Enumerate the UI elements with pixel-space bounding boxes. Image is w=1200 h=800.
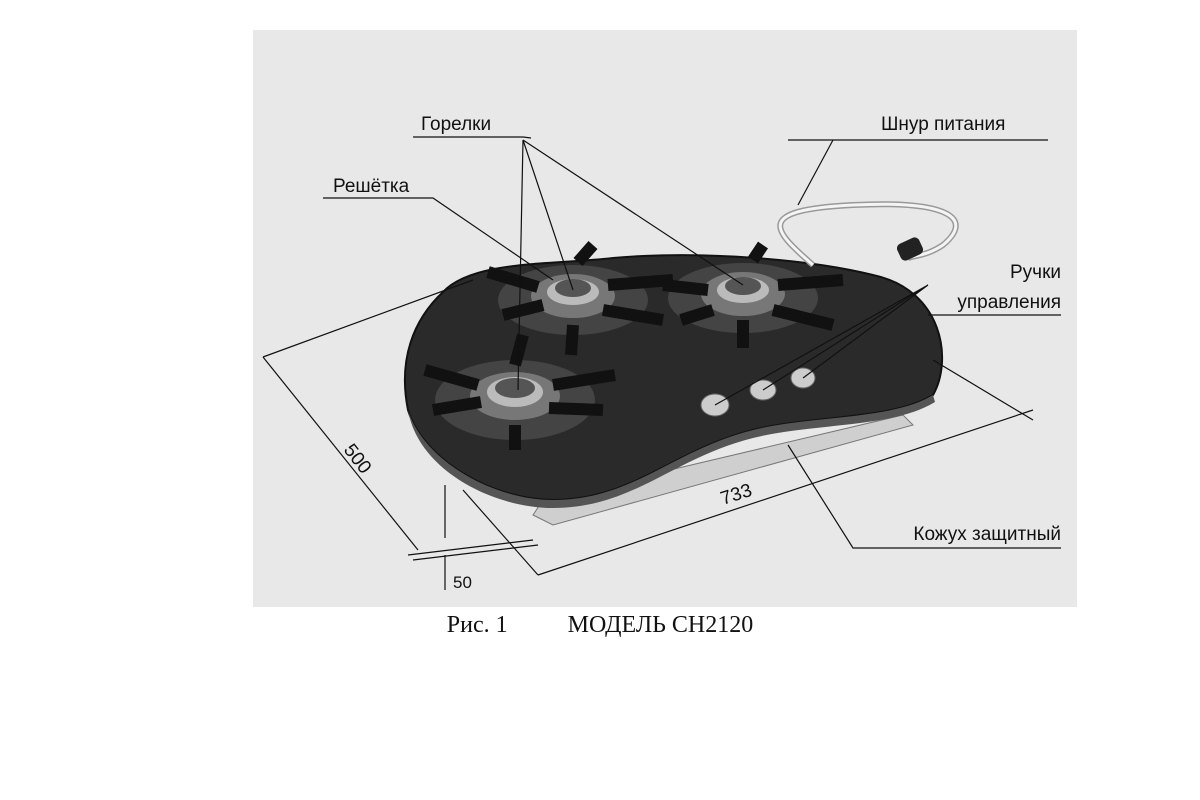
label-knobs-line2: управления — [957, 292, 1061, 313]
leader-lines — [262, 136, 1061, 590]
plug-icon — [896, 237, 924, 261]
dimension-width: 733 — [718, 480, 755, 510]
label-grate: Решётка — [333, 176, 410, 197]
dimension-height: 50 — [453, 573, 472, 592]
burner-middle — [486, 241, 674, 356]
label-protective-shield: Кожух защитный — [913, 524, 1061, 545]
model-name: МОДЕЛЬ CH2120 — [567, 612, 754, 638]
burner-left — [423, 333, 616, 450]
label-power-cord: Шнур питания — [881, 114, 1005, 135]
hob-drawing: Горелки Шнур питания Решётка Ручки управ… — [262, 114, 1061, 592]
dimension-depth: 500 — [339, 440, 375, 478]
label-burners: Горелки — [421, 114, 491, 135]
burner-right — [662, 241, 844, 348]
hob-edge — [408, 395, 935, 508]
hob-diagram: Горелки Шнур питания Решётка Ручки управ… — [253, 30, 1077, 607]
figure-number: Рис. 1 — [446, 612, 508, 638]
power-cord — [777, 201, 959, 268]
figure-caption: Рис. 1 МОДЕЛЬ CH2120 — [0, 612, 1200, 639]
label-knobs-line1: Ручки — [1010, 262, 1061, 283]
